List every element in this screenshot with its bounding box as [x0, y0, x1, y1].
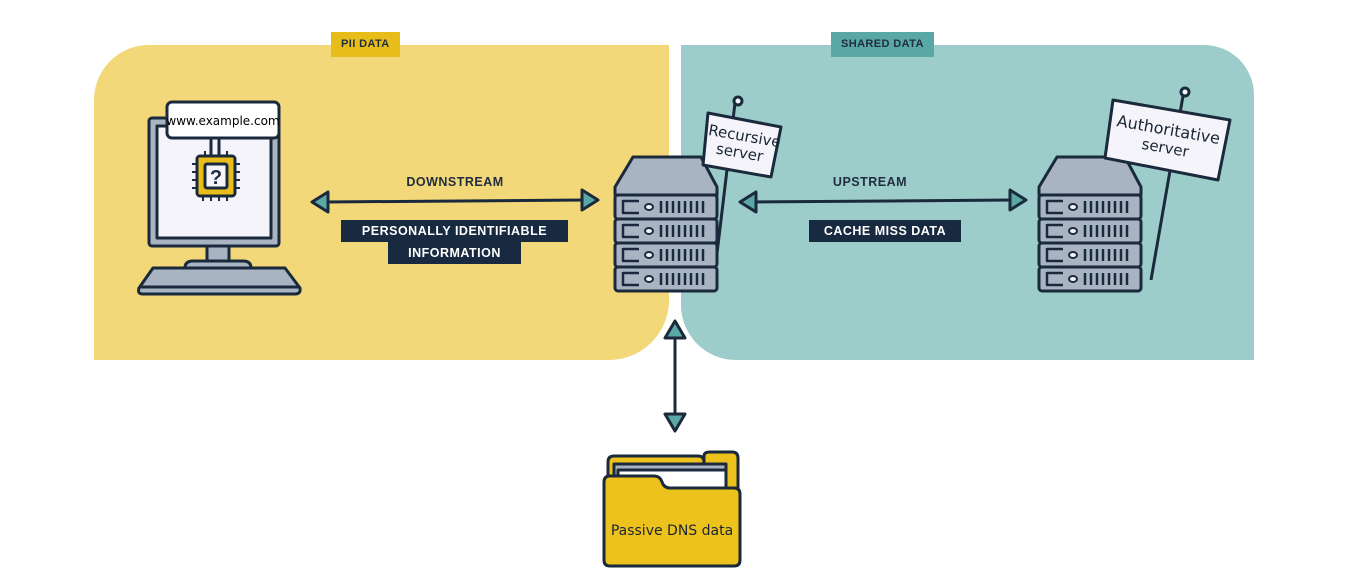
cache-miss-badge: CACHE MISS DATA [809, 220, 961, 242]
authoritative-server: Authoritative server [1037, 86, 1232, 293]
url-label: www.example.com [166, 114, 279, 128]
downstream-label: DOWNSTREAM [406, 175, 504, 189]
downstream-arrow [310, 188, 600, 214]
pii-badge-line2: INFORMATION [388, 242, 521, 264]
arrow-head-left [310, 190, 330, 214]
recursive-sign [701, 111, 783, 179]
upstream-arrow [738, 188, 1028, 214]
passive-dns-label: Passive DNS data [611, 523, 733, 539]
arrow-head-right [580, 188, 600, 212]
chip-question-mark: ? [210, 167, 222, 189]
shared-data-tag: SHARED DATA [831, 32, 934, 57]
pii-badge-line1: PERSONALLY IDENTIFIABLE [341, 220, 568, 242]
server-icon [1037, 155, 1143, 293]
arrow-head-right [1008, 188, 1028, 212]
authoritative-sign [1103, 98, 1232, 182]
arrow-head-down [663, 412, 687, 433]
folder-icon: Passive DNS data [602, 450, 742, 568]
arrow-head-left [738, 190, 758, 214]
recursive-server: Recursive server [613, 95, 783, 293]
server-icon [613, 155, 719, 293]
arrow-head-up [663, 319, 687, 340]
upstream-label: UPSTREAM [832, 175, 908, 189]
computer-icon: www.example.com ? [137, 100, 302, 296]
pii-data-tag: PII DATA [331, 32, 400, 57]
passive-dns-arrow [663, 319, 687, 433]
